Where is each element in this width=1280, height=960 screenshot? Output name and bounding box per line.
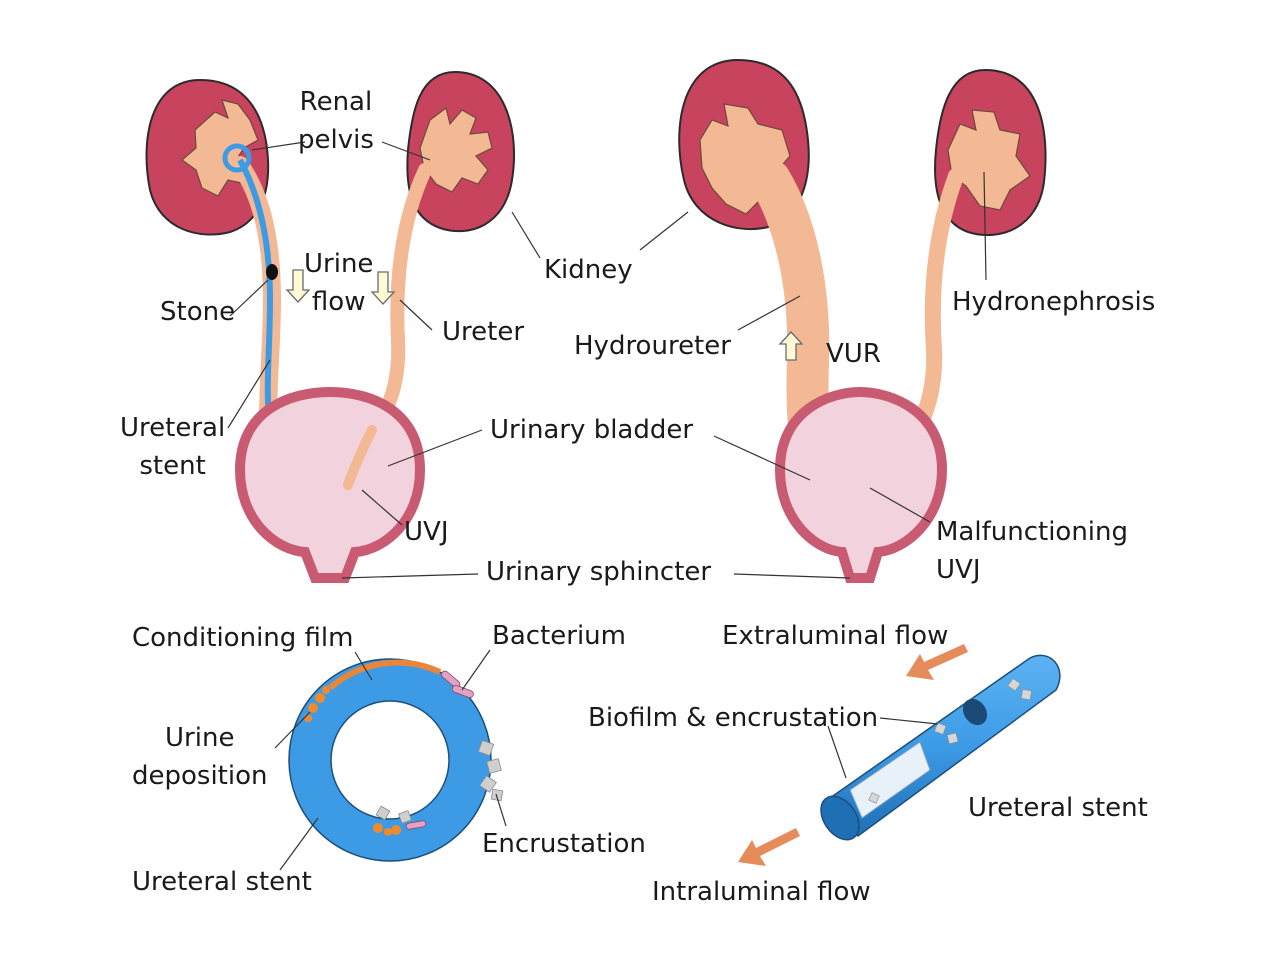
right-pelvis-b <box>947 109 1031 211</box>
label-extraluminal-flow: Extraluminal flow <box>722 621 949 651</box>
stent-side-hole <box>962 698 988 726</box>
right-leader-lines <box>639 171 987 579</box>
intraluminal-flow-arrow <box>738 828 800 866</box>
bladder-b <box>774 386 948 583</box>
right-system <box>639 58 1047 583</box>
stent-cross-section <box>274 649 507 871</box>
label-ureter: Ureter <box>442 317 525 347</box>
biofilm-leader-line-2 <box>827 725 847 779</box>
label-ureteral-stent-cross: Ureteral stent <box>132 867 312 897</box>
urine-deposits <box>304 686 401 836</box>
label-encrustation: Encrustation <box>482 829 646 859</box>
label-vur: VUR <box>826 339 881 369</box>
label-biofilm-encrustation: Biofilm & encrustation <box>588 703 879 733</box>
encrustation-crystals <box>375 739 504 824</box>
urine-flow-arrow-2 <box>370 271 396 305</box>
stent-tube <box>738 644 1061 866</box>
label-uvj: UVJ <box>404 517 449 547</box>
tube-crystals <box>868 678 1032 804</box>
bacteria <box>405 670 474 830</box>
urine-flow-arrow-1 <box>285 269 311 303</box>
stent-ring-outline-outer <box>288 658 492 862</box>
label-bacterium: Bacterium <box>492 621 626 651</box>
vur-arrow <box>778 331 804 361</box>
label-conditioning-film: Conditioning film <box>132 623 354 653</box>
kidney-stone <box>266 264 278 280</box>
conditioning-film-arc <box>328 659 442 691</box>
label-ureteral-stent-tube: Ureteral stent <box>968 793 1148 823</box>
label-kidney: Kidney <box>544 255 633 285</box>
left-leader-lines <box>227 141 541 579</box>
label-hydronephrosis: Hydronephrosis <box>952 287 1156 317</box>
extraluminal-flow-arrow <box>906 644 968 680</box>
bladder-a <box>234 386 426 583</box>
label-urinary-sphincter: Urinary sphincter <box>486 557 712 587</box>
label-urinary-bladder: Urinary bladder <box>490 415 694 445</box>
label-intraluminal-flow: Intraluminal flow <box>652 877 871 907</box>
biofilm-leader-line <box>879 717 939 725</box>
stent-ring <box>289 659 491 861</box>
cross-section-leader-lines <box>274 649 507 871</box>
stent-curl-top <box>222 143 252 173</box>
bladder-a-inner-ureter <box>343 425 377 490</box>
stent-ring-outline-inner <box>330 700 450 820</box>
left-system <box>145 70 541 583</box>
right-pelvis-a <box>419 106 493 193</box>
label-hydroureter: Hydroureter <box>574 331 731 361</box>
label-stone: Stone <box>160 297 236 327</box>
stent-tube-end <box>820 795 860 841</box>
